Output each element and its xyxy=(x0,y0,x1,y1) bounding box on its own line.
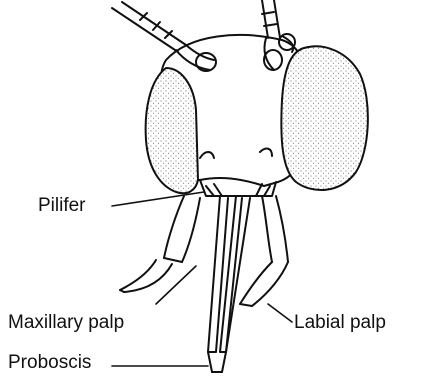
left-antenna xyxy=(112,2,216,71)
maxillary-palp-label: Maxillary palp xyxy=(8,313,124,332)
left-compound-eye xyxy=(146,68,198,193)
labial-palp-label: Labial palp xyxy=(294,313,386,332)
pilifer xyxy=(200,180,276,196)
right-compound-eye xyxy=(281,46,368,190)
proboscis-label: Proboscis xyxy=(8,353,91,372)
proboscis xyxy=(208,196,250,372)
labial-palp-leader-line xyxy=(268,304,292,322)
pilifer-leader-line xyxy=(112,192,204,206)
frons-detail xyxy=(200,149,272,158)
left-maxillary-palp xyxy=(120,196,200,292)
maxillary-palp-leader-line xyxy=(156,266,196,304)
pilifer-label: Pilifer xyxy=(38,196,86,215)
